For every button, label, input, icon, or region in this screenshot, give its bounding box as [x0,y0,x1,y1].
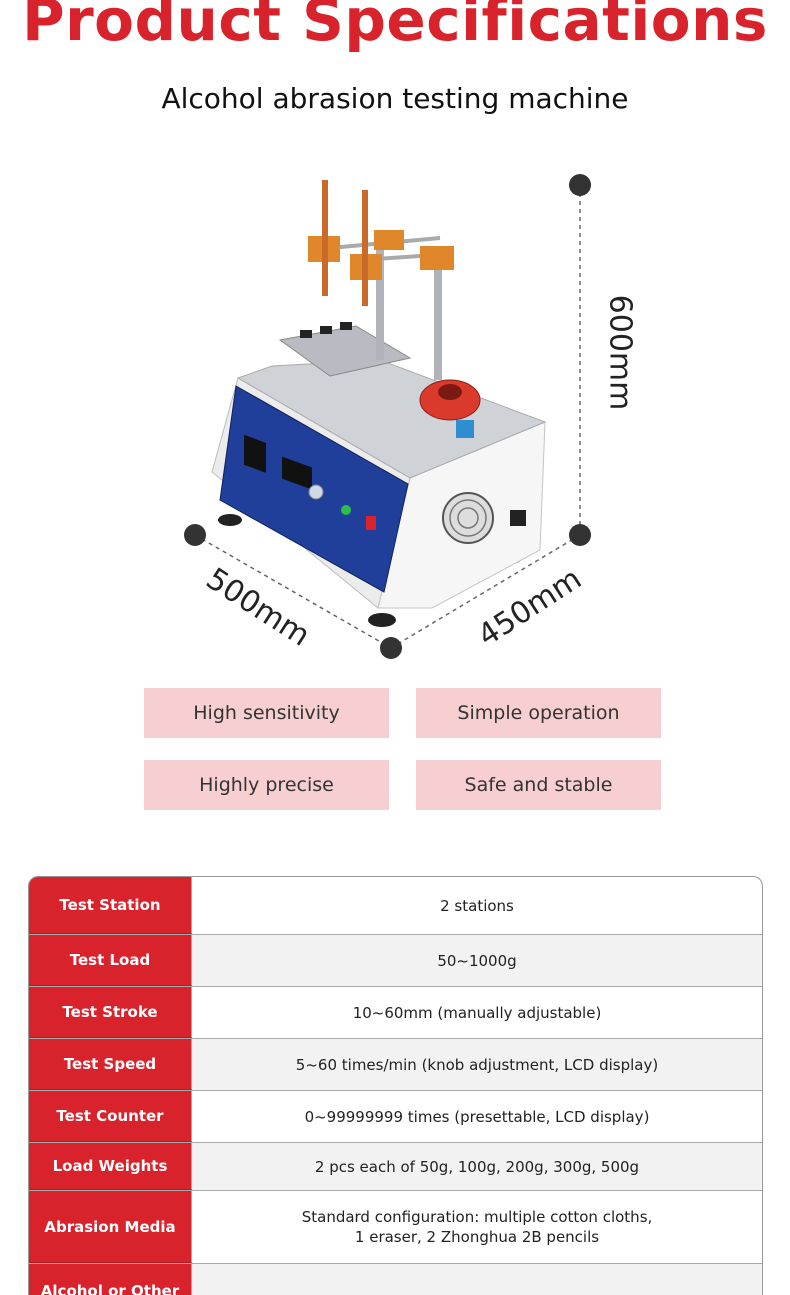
table-row: Test Speed 5~60 times/min (knob adjustme… [29,1039,762,1091]
page-title: Product Specifications [22,0,768,54]
display-left [244,434,266,473]
depth-dimension-line [194,534,392,649]
spec-label: Abrasion Media [29,1191,192,1263]
foot [218,514,242,526]
load-rod [362,190,368,306]
height-dimension-label: 600mm [602,294,638,411]
spec-value: 5~60 times/min (knob adjustment, LCD dis… [192,1039,762,1090]
spec-label: Test Station [29,877,192,934]
table-row: Alcohol or Other [29,1264,762,1295]
feature-grid: High sensitivity Simple operation Highly… [144,688,661,810]
table-row: Test Load 50~1000g [29,935,762,987]
table-row: Abrasion Media Standard configuration: m… [29,1191,762,1264]
power-socket-icon [510,510,526,526]
spec-label: Test Load [29,935,192,986]
product-figure: 600mm 500mm 450mm [0,160,790,670]
foot [368,613,396,627]
speed-knob-icon [308,484,324,500]
feature-badge: High sensitivity [144,688,389,738]
spec-value: Standard configuration: multiple cotton … [301,1208,653,1246]
table-row: Test Stroke 10~60mm (manually adjustable… [29,987,762,1039]
load-head [420,246,454,270]
table-row: Load Weights 2 pcs each of 50g, 100g, 20… [29,1143,762,1191]
spec-value: 50~1000g [192,935,762,986]
spec-label: Test Speed [29,1039,192,1090]
display-right [282,456,312,490]
connector-icon [456,420,474,438]
spec-value [192,1264,762,1295]
dimension-dot-right [569,524,591,546]
spec-value: 2 pcs each of 50g, 100g, 200g, 300g, 500… [192,1143,762,1190]
dimension-dot-bottom [380,637,402,659]
dimension-dot-top [569,174,591,196]
feature-badge: Safe and stable [416,760,661,810]
spec-label: Load Weights [29,1143,192,1190]
spec-label: Test Stroke [29,987,192,1038]
spec-value: 10~60mm (manually adjustable) [352,1003,602,1022]
guide-column [376,250,384,360]
feature-badge: Highly precise [144,760,389,810]
product-subtitle: Alcohol abrasion testing machine [161,82,629,115]
table-row: Test Counter 0~99999999 times (presettab… [29,1091,762,1143]
load-rod [322,180,328,296]
spec-table: Test Station 2 stations Test Load 50~100… [28,876,763,1295]
product-illustration [184,174,591,659]
start-button-icon [341,505,351,515]
guide-column [434,260,442,380]
table-row: Test Station 2 stations [29,877,762,935]
spec-label: Alcohol or Other [29,1264,192,1295]
load-head [374,230,404,250]
spec-label: Test Counter [29,1091,192,1142]
spec-value: 0~99999999 times (presettable, LCD displ… [304,1107,650,1126]
dimension-dot-left [184,524,206,546]
spec-value: 2 stations [440,896,514,915]
feature-badge: Simple operation [416,688,661,738]
power-switch-icon [366,516,376,530]
